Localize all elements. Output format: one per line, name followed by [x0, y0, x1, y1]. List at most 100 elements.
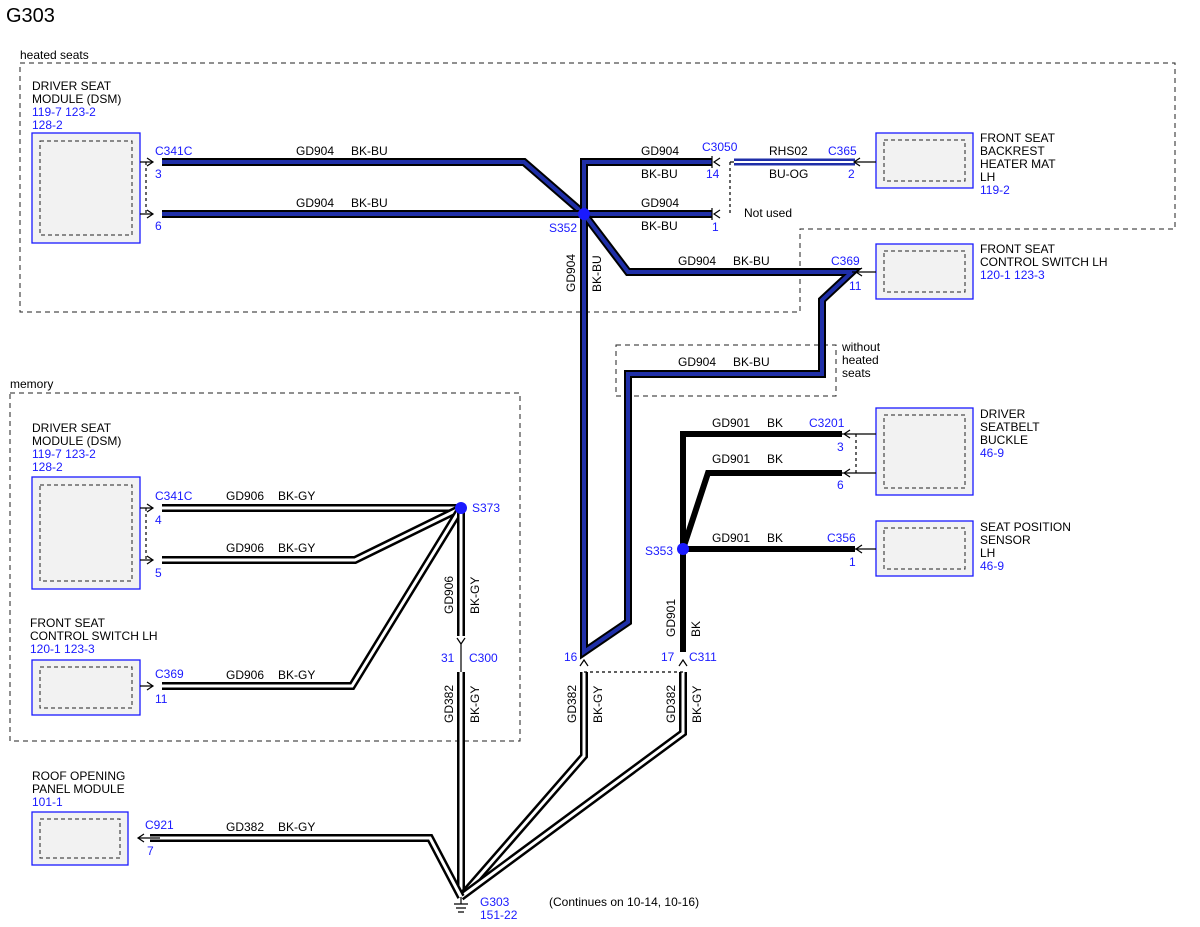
c3201-pin-6: 6: [837, 478, 844, 492]
wire-rhs02-label: RHS02: [769, 144, 808, 158]
wire-bk-gy-label: BK-GY: [278, 489, 315, 503]
wire-gd901-label: GD901: [664, 599, 678, 637]
wire-bk-label: BK: [767, 452, 783, 466]
wire-bk-bu-label: BK-BU: [641, 167, 678, 181]
wire-gd904-label: GD904: [678, 254, 716, 268]
splice-s353-label: S353: [645, 544, 673, 558]
c311-label: C311: [689, 650, 717, 664]
without-heated-label-2: heated: [842, 353, 879, 367]
c341c-memory-pin-5: 5: [155, 566, 162, 580]
wire-bu-og-label: BU-OG: [769, 167, 808, 181]
wire-gd901-label: GD901: [712, 531, 750, 545]
ground-ref: 151-22: [480, 908, 518, 922]
dsm-heated-ref-1: 119-7 123-2: [32, 105, 96, 119]
roof-module-name-1: ROOF OPENING: [32, 769, 125, 783]
splice-s353-dot: [677, 543, 689, 555]
wire-bk-bu-label: BK-BU: [733, 254, 770, 268]
c341c-memory-label: C341C: [155, 489, 193, 503]
c3201-pin-3: 3: [837, 440, 844, 454]
wire-bk-bu-label: BK-BU: [641, 219, 678, 233]
c921-pin: 7: [147, 844, 154, 858]
wire-gd906-label: GD906: [442, 576, 456, 614]
front-seat-backrest-heater-mat: FRONT SEAT BACKREST HEATER MAT LH 119-2: [875, 131, 1056, 197]
wire-gd906-label: GD906: [226, 489, 264, 503]
wire-gd901-label: GD901: [712, 452, 750, 466]
c356-label: C356: [827, 531, 856, 545]
wire-gd382-label: GD382: [565, 685, 579, 723]
wire-bk-gy-label: BK-GY: [468, 577, 482, 614]
c365-label: C365: [828, 144, 857, 158]
dsm-heated-ref-2: 128-2: [32, 118, 63, 132]
sensor-name-3: LH: [980, 546, 995, 560]
gd901-wires: [680, 431, 855, 652]
without-heated-label-3: seats: [842, 366, 871, 380]
ground-label: G303: [480, 895, 510, 909]
buckle-ref: 46-9: [980, 446, 1004, 460]
switch-memory-name-1: FRONT SEAT: [30, 616, 106, 630]
memory-group: memory: [9, 377, 521, 742]
switch-heated-name-1: FRONT SEAT: [980, 242, 1056, 256]
wire-labels: GD904 BK-BU GD904 BK-BU GD904 BK-BU GD90…: [226, 144, 808, 909]
wire-bk-bu-label: BK-BU: [351, 196, 388, 210]
wire-gd904-label: GD904: [641, 196, 679, 210]
wire-bk-gy-label: BK-GY: [468, 686, 482, 723]
splice-s373-dot: [455, 502, 467, 514]
without-heated-seats-group: without heated seats: [615, 340, 881, 397]
splice-s373-label: S373: [472, 501, 500, 515]
c369-heated-pin: 11: [849, 279, 862, 293]
wire-gd904-label: GD904: [678, 355, 716, 369]
connector-symbols: [136, 156, 876, 913]
front-seat-control-switch-memory: FRONT SEAT CONTROL SWITCH LH 120-1 123-3: [30, 616, 158, 716]
backrest-name-2: BACKREST: [980, 144, 1045, 158]
front-seat-control-switch-heated: FRONT SEAT CONTROL SWITCH LH 120-1 123-3: [875, 242, 1108, 300]
wire-gd901-label: GD901: [712, 416, 750, 430]
wire-bk-label: BK: [767, 416, 783, 430]
wire-bk-bu-label: BK-BU: [351, 144, 388, 158]
driver-seat-module-heated: DRIVER SEAT MODULE (DSM) 119-7 123-2 128…: [31, 79, 141, 244]
wire-gd382-label: GD382: [664, 685, 678, 723]
c300-pin: 31: [441, 651, 455, 665]
c365-pin: 2: [848, 167, 855, 181]
c341c-heated-pin-6: 6: [155, 219, 162, 233]
c311-pin-17: 17: [661, 650, 675, 664]
not-used-note: Not used: [744, 206, 792, 220]
c3201-label: C3201: [809, 416, 845, 430]
buckle-name-2: SEATBELT: [980, 420, 1040, 434]
c921-label: C921: [145, 818, 174, 832]
c356-pin: 1: [849, 555, 856, 569]
wire-bk-bu-label: BK-BU: [733, 355, 770, 369]
wire-gd904-label: GD904: [641, 144, 679, 158]
backrest-name-1: FRONT SEAT: [980, 131, 1056, 145]
wire-bk-gy-label: BK-GY: [278, 541, 315, 555]
wire-bk-gy-label: BK-GY: [278, 820, 315, 834]
gd382-wires: [150, 672, 687, 901]
sensor-name-2: SENSOR: [980, 533, 1031, 547]
c311-pin-16: 16: [564, 650, 578, 664]
backrest-ref: 119-2: [980, 183, 1010, 197]
c369-memory-pin: 11: [155, 692, 168, 706]
c369-memory-label: C369: [155, 667, 184, 681]
c3050-label: C3050: [702, 140, 738, 154]
c341c-heated-label: C341C: [155, 144, 193, 158]
gd904-wires: [162, 158, 863, 660]
switch-heated-ref: 120-1 123-3: [980, 268, 1045, 282]
driver-seatbelt-buckle: DRIVER SEATBELT BUCKLE 46-9: [875, 407, 1040, 496]
backrest-name-4: LH: [980, 170, 995, 184]
wire-gd382-label: GD382: [442, 685, 456, 723]
dsm-memory-name-2: MODULE (DSM): [32, 434, 121, 448]
wire-bk-label: BK: [767, 531, 783, 545]
roof-opening-panel-module: ROOF OPENING PANEL MODULE 101-1: [31, 769, 129, 866]
splice-s352-label: S352: [549, 221, 577, 235]
c300-label: C300: [469, 651, 498, 665]
wire-gd906-label: GD906: [226, 541, 264, 555]
page-title: G303: [6, 5, 55, 27]
memory-label: memory: [10, 377, 53, 391]
wire-gd382-label: GD382: [226, 820, 264, 834]
c341c-heated-pin-3: 3: [155, 167, 162, 181]
wire-gd906-label: GD906: [226, 668, 264, 682]
wire-bk-gy-label: BK-GY: [278, 668, 315, 682]
sensor-ref: 46-9: [980, 559, 1004, 573]
wire-gd904-label: GD904: [564, 254, 578, 292]
roof-module-name-2: PANEL MODULE: [32, 782, 125, 796]
roof-module-ref: 101-1: [32, 795, 63, 809]
